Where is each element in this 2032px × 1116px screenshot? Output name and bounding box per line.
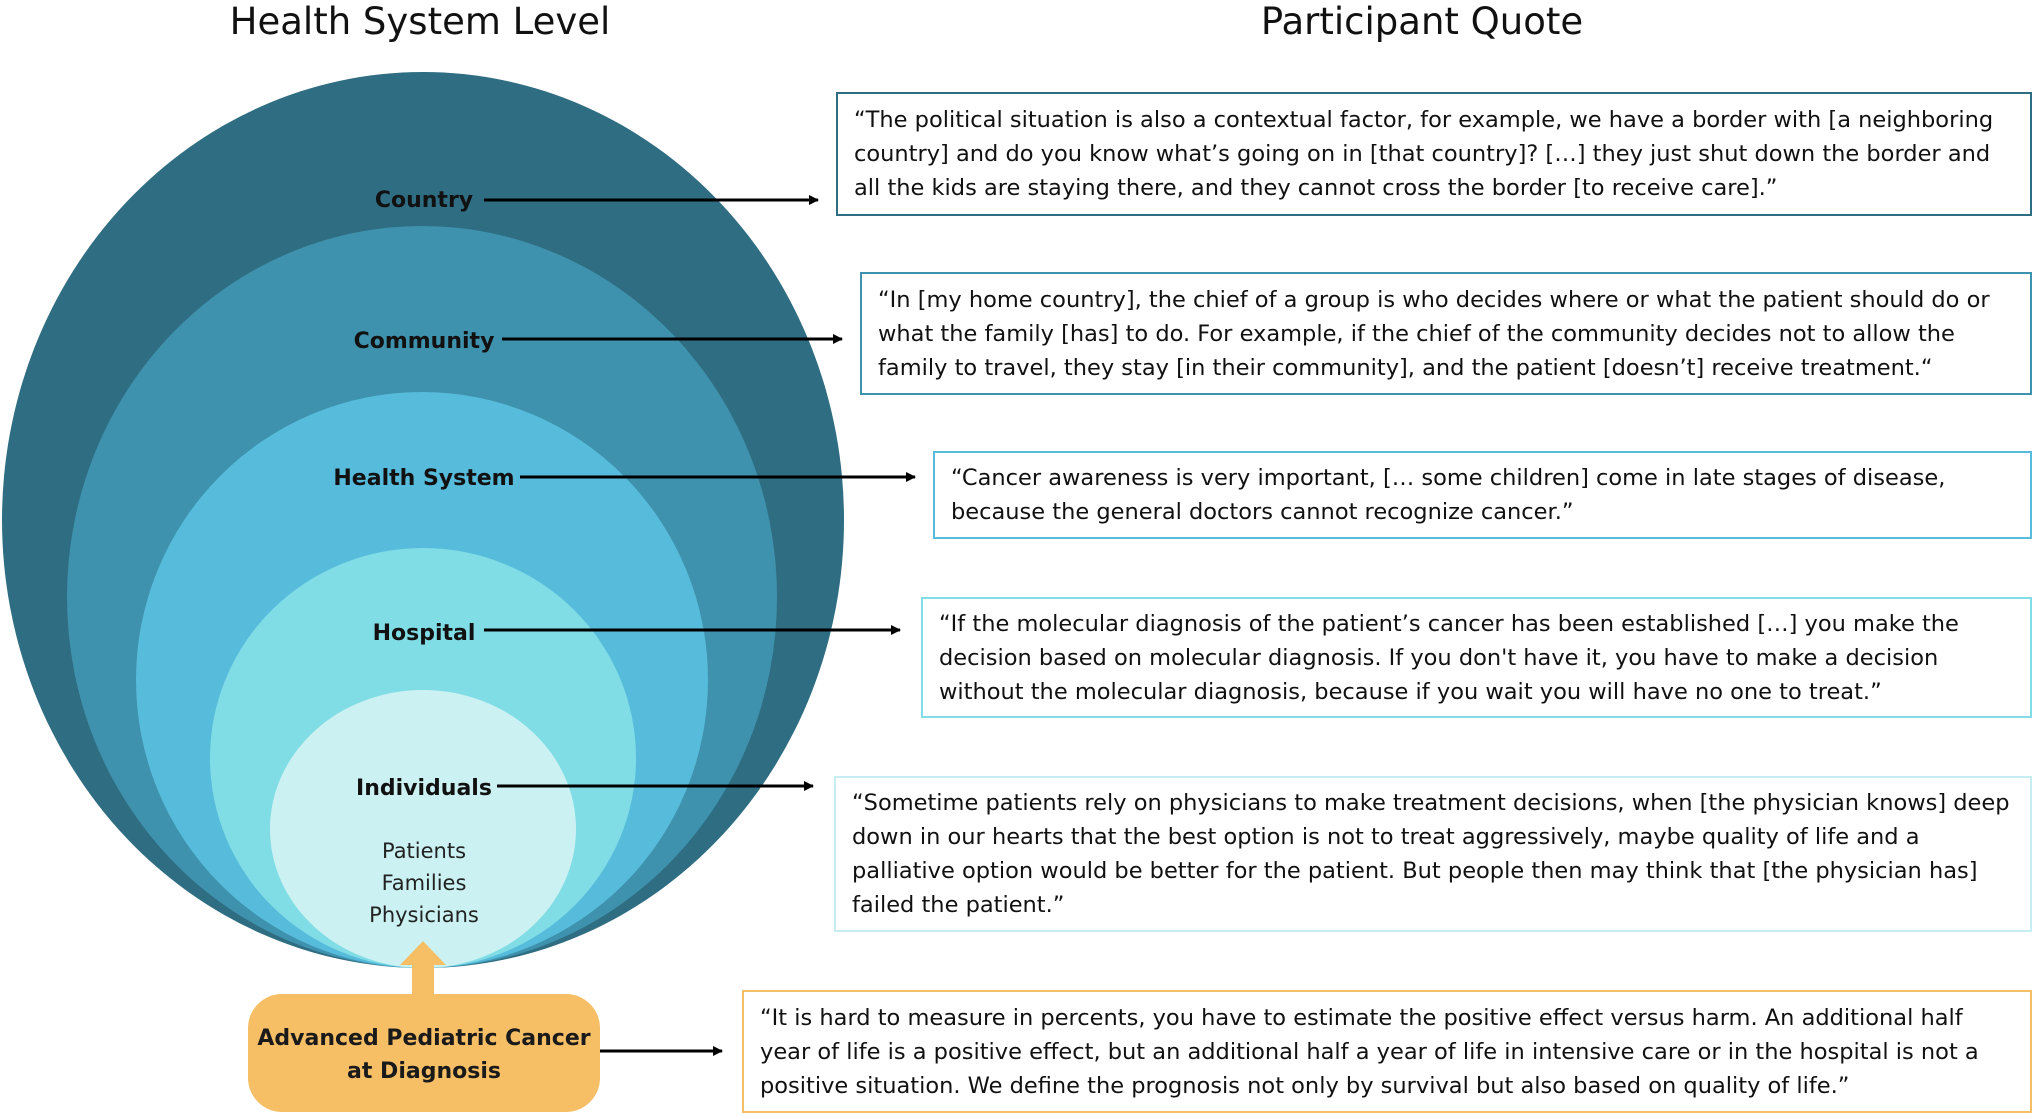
- quote-hospital: “If the molecular diagnosis of the patie…: [921, 597, 2032, 718]
- individual-physicians: Physicians: [369, 903, 479, 927]
- base-box: [248, 994, 600, 1112]
- circle-individuals: [270, 690, 576, 968]
- quote-community-text: “In [my home country], the chief of a gr…: [878, 286, 1990, 381]
- level-label-country: Country: [375, 188, 473, 213]
- quote-hospital-text: “If the molecular diagnosis of the patie…: [939, 610, 1959, 705]
- level-label-community: Community: [354, 329, 495, 354]
- individual-families: Families: [382, 871, 467, 895]
- participant-quote-heading: Participant Quote: [1260, 0, 1584, 43]
- quote-base-text: “It is hard to measure in percents, you …: [760, 1004, 1979, 1099]
- quote-country: “The political situation is also a conte…: [836, 92, 2032, 216]
- up-arrow: [400, 941, 446, 995]
- quote-health-system-text: “Cancer awareness is very important, [… …: [951, 465, 1946, 525]
- health-system-level-heading: Health System Level: [229, 0, 611, 43]
- level-label-individuals: Individuals: [356, 776, 492, 801]
- quote-base: “It is hard to measure in percents, you …: [742, 990, 2032, 1113]
- level-label-health-system: Health System: [333, 466, 514, 491]
- quote-individuals: “Sometime patients rely on physicians to…: [834, 776, 2032, 932]
- individual-patients: Patients: [382, 839, 466, 863]
- level-label-hospital: Hospital: [373, 621, 476, 646]
- base-box-label-line2: at Diagnosis: [347, 1059, 501, 1084]
- quote-community: “In [my home country], the chief of a gr…: [860, 272, 2032, 395]
- base-box-label-line1: Advanced Pediatric Cancer: [257, 1026, 590, 1051]
- quote-country-text: “The political situation is also a conte…: [854, 107, 1994, 201]
- quote-individuals-text: “Sometime patients rely on physicians to…: [852, 790, 2010, 918]
- quote-health-system: “Cancer awareness is very important, [… …: [933, 451, 2032, 539]
